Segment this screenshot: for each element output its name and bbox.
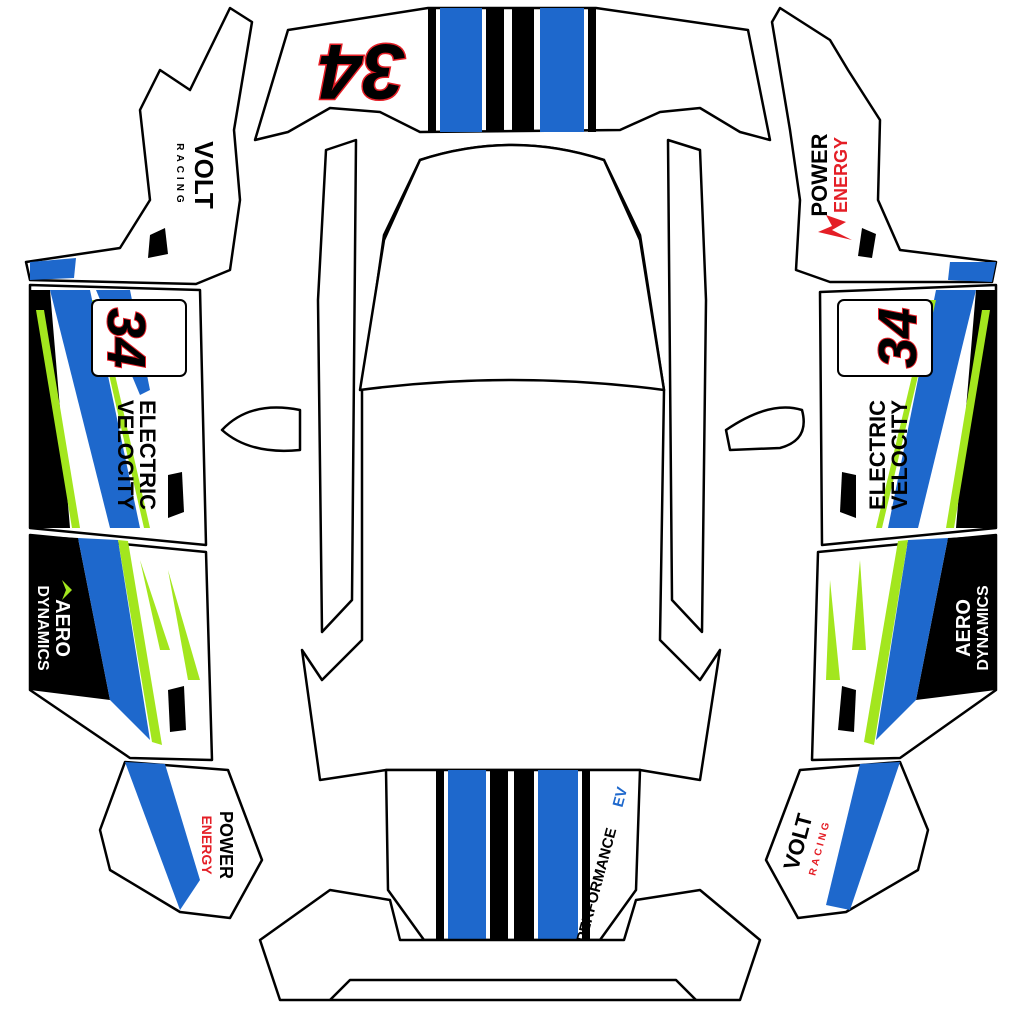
velocity-logo-left: VELOCITY (113, 400, 138, 510)
energy-logo-left: ENERGY (199, 815, 215, 875)
rear-wing: 34 (253, 6, 772, 142)
lightning-bolt-icon (818, 215, 852, 240)
right-door-number: 34 (868, 308, 928, 368)
left-front-fender: AERO DYNAMICS (28, 533, 214, 762)
right-mirror (724, 406, 805, 452)
velocity-logo-right: VELOCITY (887, 400, 912, 510)
aero-chevron-icon (62, 580, 72, 600)
left-mirror (220, 406, 302, 453)
right-bumper-side: VOLT RACING (764, 760, 930, 920)
right-front-fender: AERO DYNAMICS (810, 533, 998, 762)
left-door-number: 34 (96, 308, 156, 368)
left-rear-quarter: VOLT RACING (24, 6, 254, 286)
dynamics-logo-left: DYNAMICS (34, 585, 51, 671)
aero-logo-left: AERO (51, 599, 73, 657)
hood-front: PERFORMANCE EV (258, 768, 762, 1002)
racing-logo-left: RACING (174, 143, 185, 206)
electric-logo-right: ELECTRIC (865, 400, 890, 510)
aero-logo-right: AERO (953, 599, 975, 657)
car-top-body (220, 138, 805, 782)
energy-logo-right: ENERGY (831, 137, 851, 213)
left-door: 34 ELECTRIC VELOCITY (28, 283, 208, 547)
ev-text: EV (610, 785, 632, 809)
wing-number: 34 (319, 28, 406, 116)
right-rear-quarter: POWER ENERGY (770, 6, 998, 284)
volt-logo-left: VOLT (189, 141, 219, 209)
right-door: 34 ELECTRIC VELOCITY (818, 283, 998, 547)
left-bumper-side: POWER ENERGY (98, 760, 264, 920)
electric-logo-left: ELECTRIC (135, 400, 160, 510)
power-logo-left: POWER (216, 811, 236, 879)
power-logo-right: POWER (807, 133, 832, 216)
dynamics-logo-right: DYNAMICS (975, 585, 992, 671)
